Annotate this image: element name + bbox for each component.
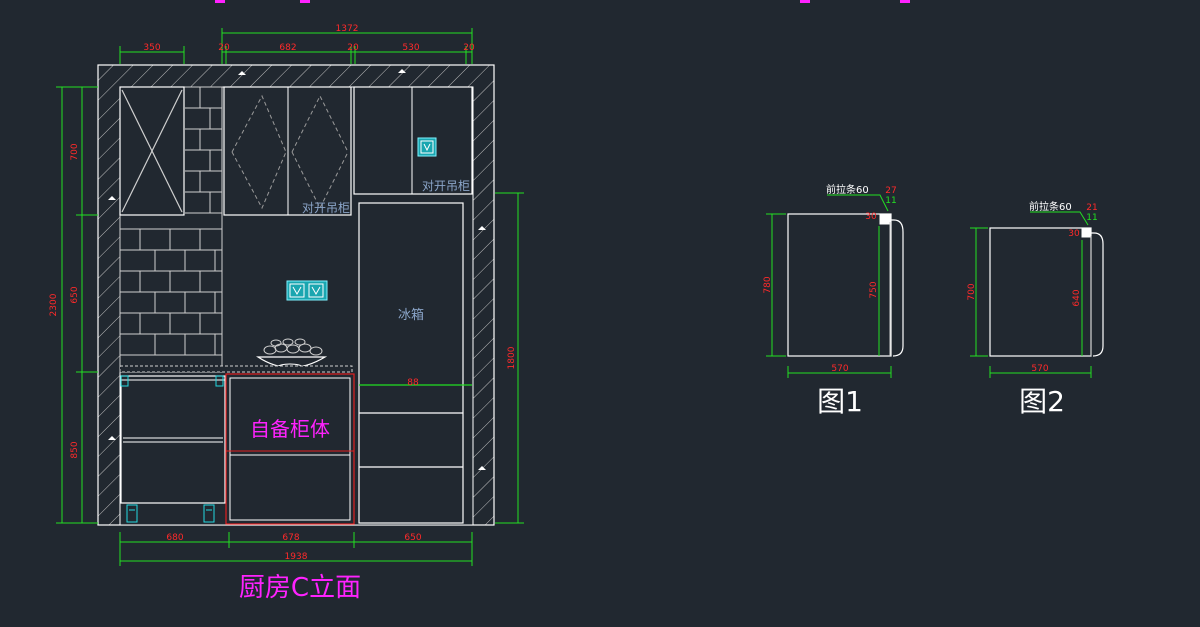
fig2-caption: 图2 xyxy=(1019,385,1065,418)
fig1-dim-height: 780 xyxy=(763,276,773,293)
fig2-dim-width: 570 xyxy=(1031,364,1048,374)
fridge-label: 冰箱 xyxy=(398,307,424,323)
dim-left-700: 700 xyxy=(70,143,80,160)
fridge-mark: 88 xyxy=(407,378,419,388)
kitchen-elevation: 对开吊柜 对开吊柜 冰箱 88 xyxy=(97,64,495,526)
dim-left-total: 2300 xyxy=(49,293,59,316)
fig1-dim-top: 27 xyxy=(885,186,896,196)
fig2-dim-top: 21 xyxy=(1086,203,1097,213)
custom-cabinet-label: 自备柜体 xyxy=(250,417,330,441)
dim-top-350: 350 xyxy=(143,43,160,53)
fig2-dim-top2: 11 xyxy=(1086,213,1097,223)
fig2-pull-label: 前拉条60 xyxy=(1029,200,1072,213)
left-dimensions xyxy=(56,86,98,524)
wall-cabinet-1: 对开吊柜 xyxy=(223,86,352,216)
wall-cabinet-label-2: 对开吊柜 xyxy=(422,179,470,193)
wall-cabinet-2: 对开吊柜 xyxy=(353,86,473,195)
clipped-title-mark xyxy=(215,0,225,3)
figure-2: 前拉条60 21 11 30 700 640 570 图2 xyxy=(967,200,1104,418)
dim-top-530: 530 xyxy=(402,43,419,53)
base-cabinet-left xyxy=(119,365,353,523)
refrigerator: 冰箱 88 xyxy=(358,202,472,524)
socket-icon xyxy=(417,137,437,157)
dim-left-650: 650 xyxy=(70,286,80,303)
fig1-caption: 图1 xyxy=(817,385,863,418)
hatch-marks xyxy=(108,69,486,470)
fig2-dim-height: 700 xyxy=(967,283,977,300)
dim-bottom-650: 650 xyxy=(404,533,421,543)
figure-1: 前拉条60 27 11 30 780 750 570 图1 xyxy=(763,183,904,418)
cabinet-leg-icon xyxy=(126,504,215,523)
fig1-dim-notch: 30 xyxy=(865,212,877,222)
double-socket-icon xyxy=(286,280,328,301)
dim-bottom-680: 680 xyxy=(166,533,183,543)
top-dimensions xyxy=(119,28,473,64)
fig1-dim-inner: 750 xyxy=(869,281,879,298)
dim-top-1372: 1372 xyxy=(336,24,359,34)
clipped-title-mark xyxy=(800,0,810,3)
dim-bottom-total: 1938 xyxy=(285,552,308,562)
clipped-title-mark xyxy=(900,0,910,3)
dim-left-850: 850 xyxy=(70,441,80,458)
dim-bottom-678: 678 xyxy=(282,533,299,543)
dim-top-20a: 20 xyxy=(218,43,230,53)
custom-cabinet: 自备柜体 xyxy=(225,373,355,525)
fig2-dim-notch: 30 xyxy=(1068,229,1080,239)
dim-right-1800: 1800 xyxy=(507,346,517,369)
fig1-dim-top2: 11 xyxy=(885,196,896,206)
bottom-dimensions xyxy=(119,532,473,566)
elevation-title: 厨房C立面 xyxy=(239,573,361,603)
upper-left-cabinet xyxy=(119,86,185,216)
fig1-dim-width: 570 xyxy=(831,364,848,374)
dim-top-682: 682 xyxy=(279,43,296,53)
right-dimensions xyxy=(495,192,524,524)
dim-top-20c: 20 xyxy=(463,43,475,53)
clipped-title-mark xyxy=(300,0,310,3)
dim-top-20b: 20 xyxy=(347,43,359,53)
fig2-dim-inner: 640 xyxy=(1072,289,1082,306)
fig1-pull-label: 前拉条60 xyxy=(826,183,869,196)
wall-cabinet-label-1: 对开吊柜 xyxy=(302,201,350,215)
